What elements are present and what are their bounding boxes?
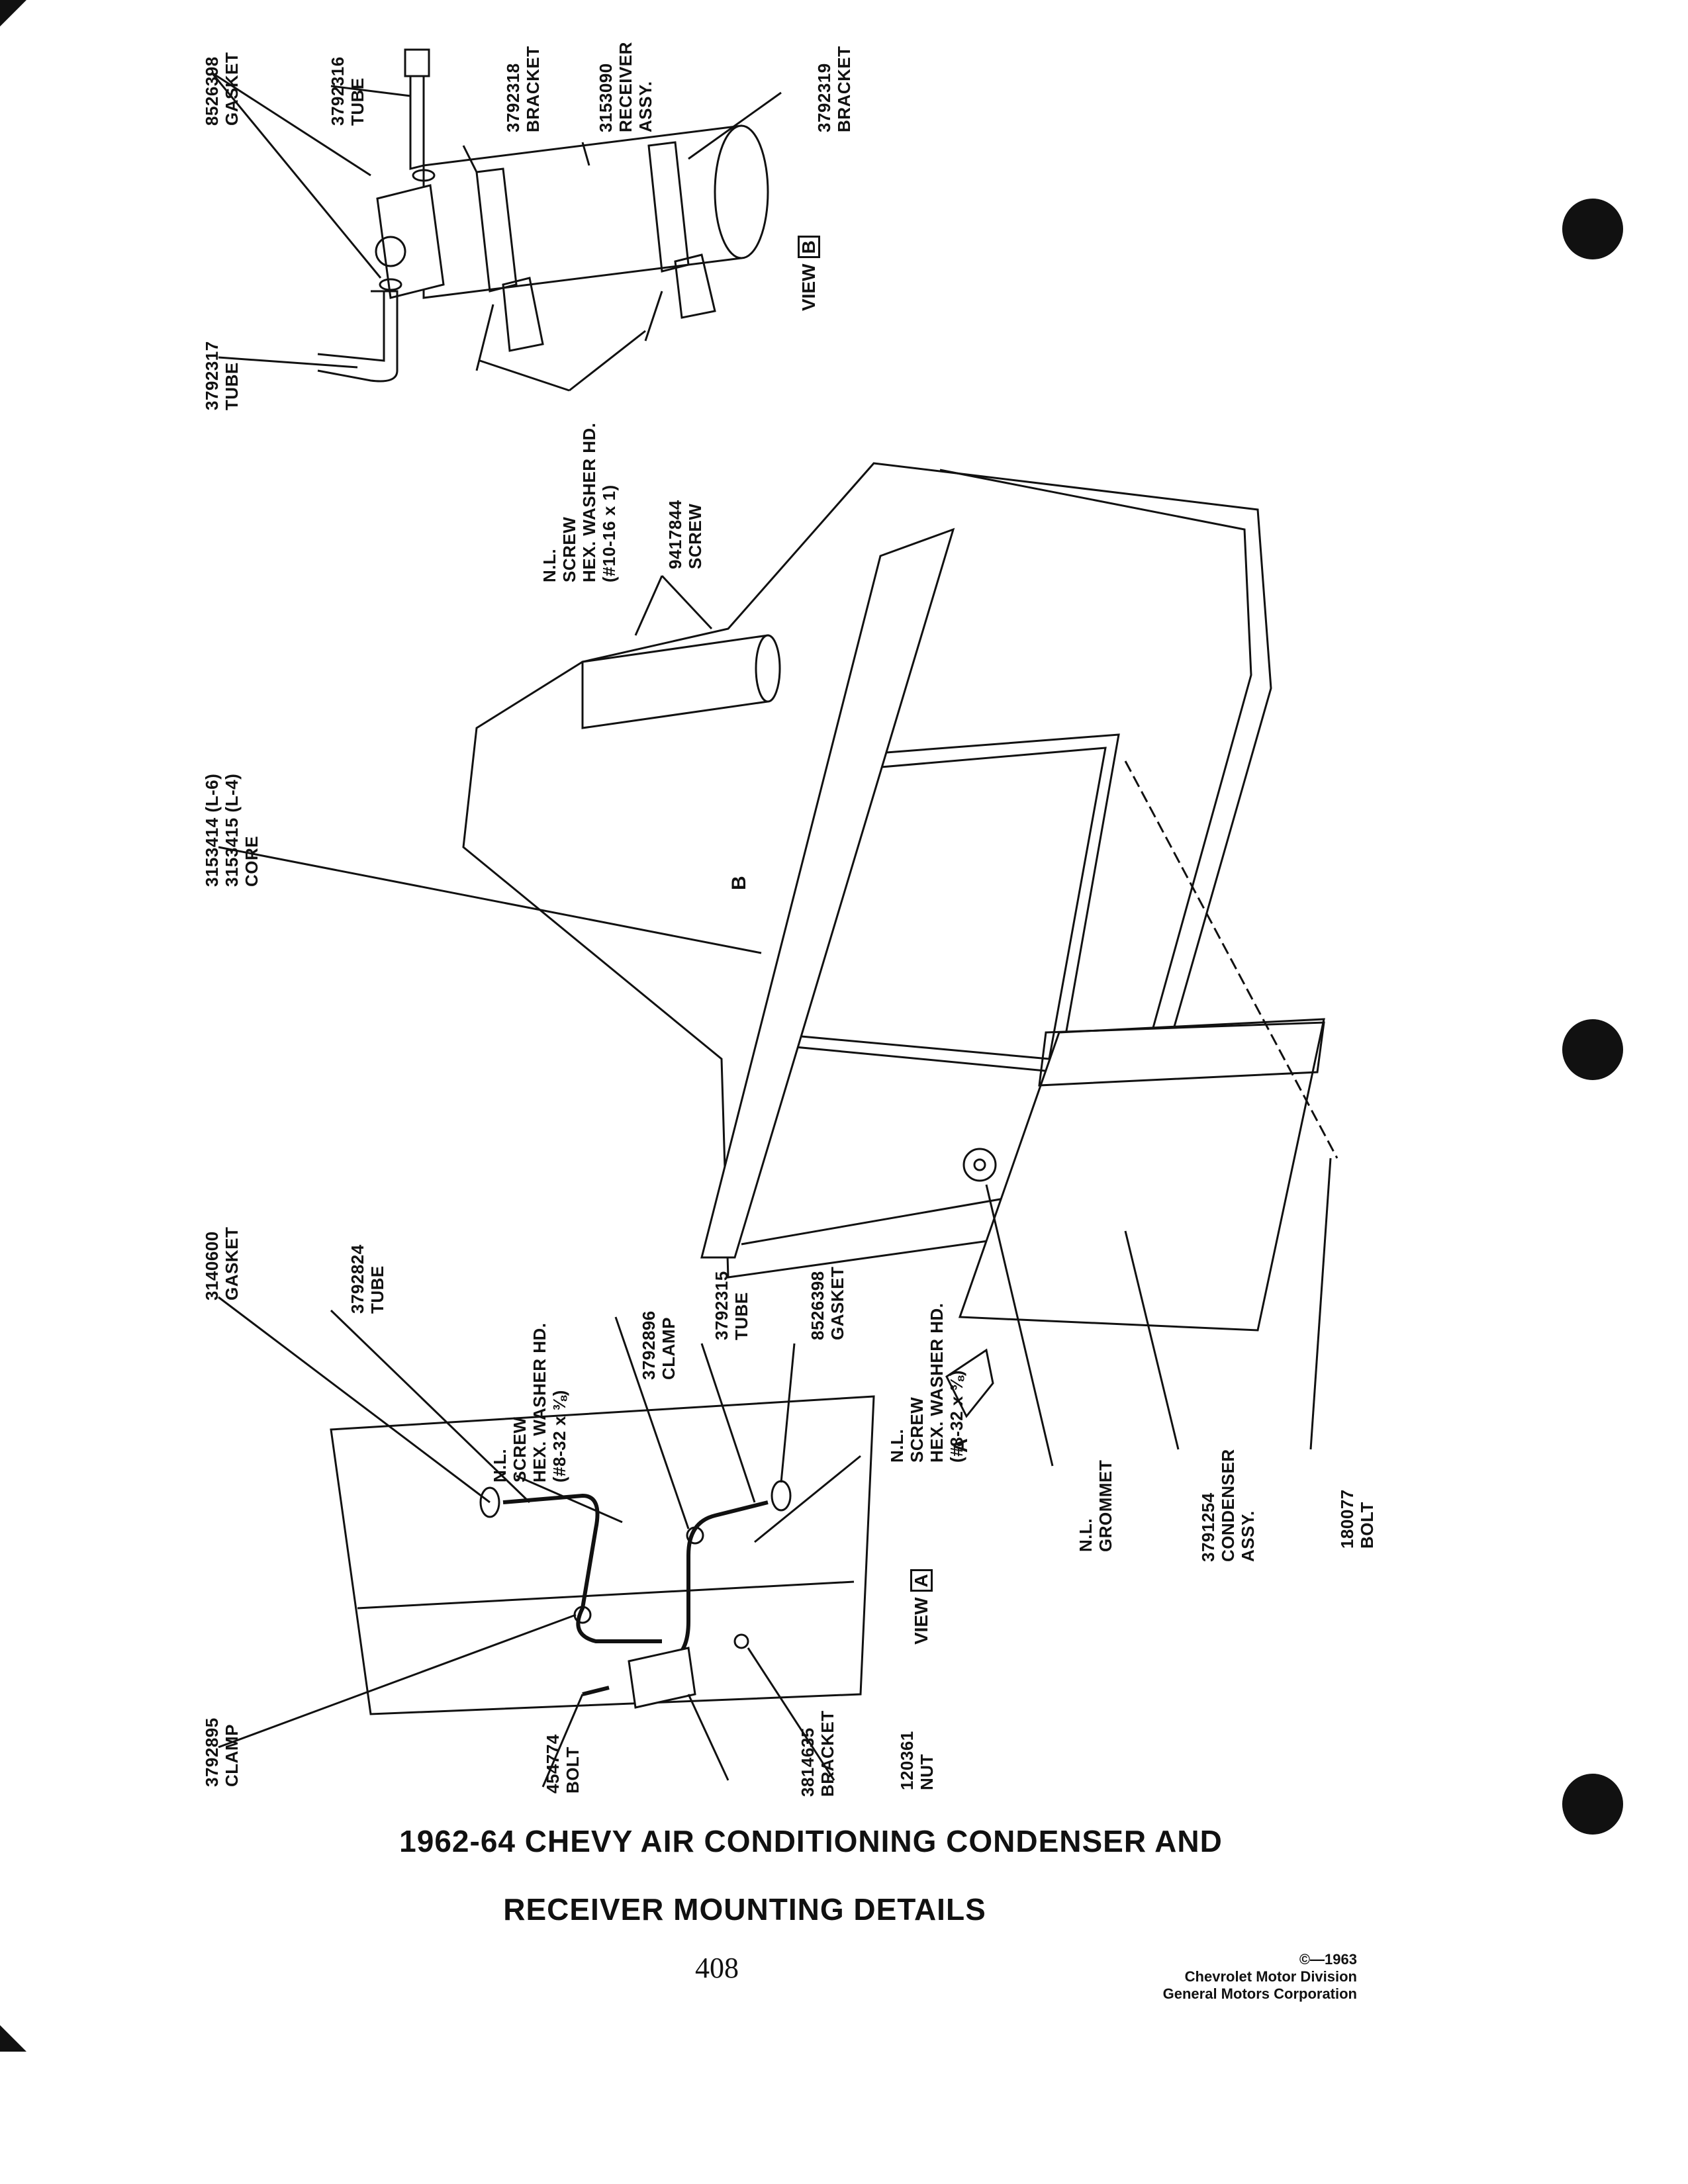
label-grommet: N.L.GROMMET: [1076, 1459, 1115, 1552]
figure-caption-line-1: 1962-64 CHEVY AIR CONDITIONING CONDENSER…: [399, 1824, 1223, 1858]
receiver-detail-drawing: [211, 48, 782, 392]
view-b-label: VIEWB: [798, 236, 820, 311]
corner-mark-bottom-left: [0, 2025, 26, 2052]
condenser-main-drawing: [218, 462, 1338, 1467]
corner-mark-top-left: [0, 0, 26, 26]
label-core: 3153414 (L-6)3153415 (L-4)CORE: [202, 773, 261, 887]
view-a-label: VIEWA: [910, 1569, 933, 1645]
page-number: 408: [695, 1952, 739, 1984]
figure-caption-line-2: RECEIVER MOUNTING DETAILS: [503, 1892, 986, 1927]
line-routing-detail-drawing: [218, 1296, 875, 1788]
binder-hole-bottom: [1562, 1774, 1623, 1835]
callout-letter-b: B: [728, 876, 750, 890]
binder-hole-top: [1562, 199, 1623, 259]
copyright-notice: ©—1963 Chevrolet Motor Division General …: [1162, 1951, 1357, 2002]
binder-hole-middle: [1562, 1019, 1623, 1080]
